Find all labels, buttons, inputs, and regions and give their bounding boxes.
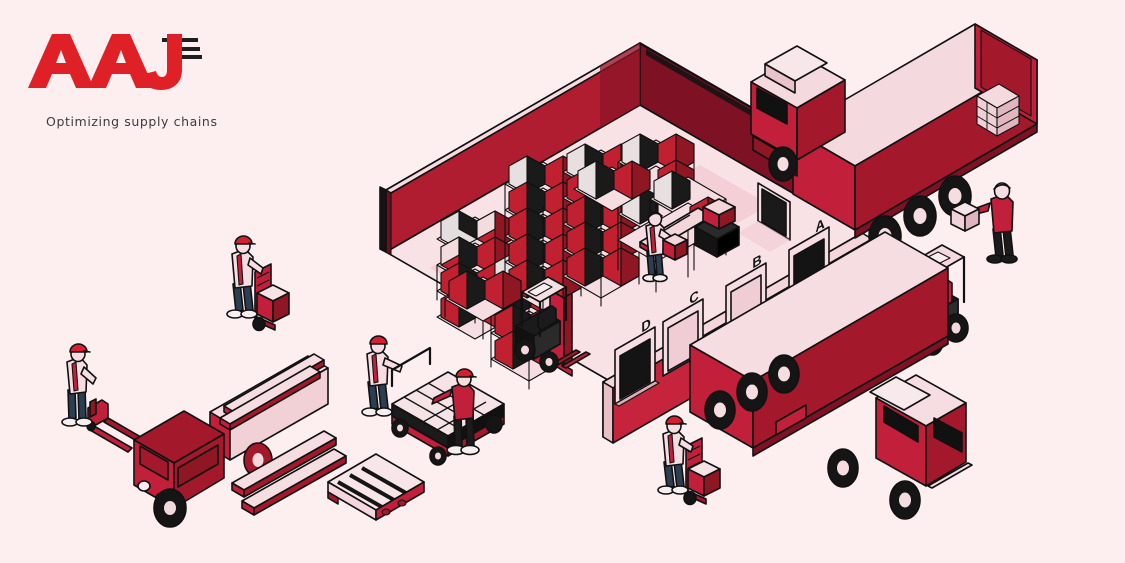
- empty-wooden-pallet: [327, 453, 425, 521]
- worker-carrying-box-shelving: [642, 211, 688, 283]
- stacked-boxes-floor: [694, 198, 740, 258]
- logo-tagline: Optimizing supply chains: [46, 114, 218, 129]
- semi-truck-trailer-loading[interactable]: [750, 23, 1038, 257]
- dock-label-a: A: [815, 215, 825, 236]
- worker-loading-truck: [950, 182, 1018, 264]
- worker-with-pallet-jack: [61, 343, 147, 453]
- dock-label-c: C: [689, 287, 699, 308]
- forklift-inside-warehouse: [514, 276, 591, 377]
- worker-pushing-cart-rear: [361, 335, 403, 417]
- worker-with-hand-truck: [226, 235, 290, 332]
- dock-label-d: D: [641, 316, 650, 337]
- lumber-beams-stack: [231, 430, 347, 516]
- worker-pushing-cart-front: [431, 368, 480, 456]
- dock-door-d[interactable]: [614, 326, 660, 407]
- semi-truck-trailer-docked[interactable]: [689, 231, 973, 520]
- flatbed-lumber-truck[interactable]: [133, 353, 329, 528]
- aaj-wordmark: [28, 34, 182, 90]
- rack-unit: [573, 160, 651, 212]
- wall-left-return: [379, 186, 387, 253]
- aaj-logo[interactable]: Optimizing supply chains: [22, 30, 242, 129]
- dock-label-b: B: [752, 252, 761, 273]
- worker-with-hand-truck-dock: [657, 415, 721, 506]
